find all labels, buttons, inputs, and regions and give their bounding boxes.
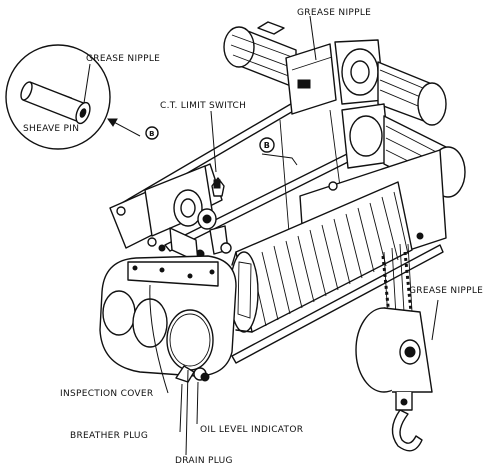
oil-level-leader <box>196 381 199 425</box>
main-marker-letter: B <box>264 141 270 150</box>
lower-frame-bar <box>231 244 444 364</box>
right-plate-bolt-2 <box>416 232 424 240</box>
inspection-cover-bolt-4 <box>209 269 215 275</box>
gearbox <box>99 255 237 456</box>
upper-gear-hub <box>350 60 370 84</box>
lower-gear-housing <box>341 103 391 169</box>
top-motor <box>223 21 337 115</box>
label-oil-level-indicator: OIL LEVEL INDICATOR <box>200 425 303 435</box>
sheave-pin-inset <box>5 44 159 150</box>
rope-strand-b <box>403 251 413 313</box>
label-sheave-pin: SHEAVE PIN <box>23 124 79 134</box>
limit-switch-gear <box>173 189 203 227</box>
hook-grease-leader <box>431 299 439 341</box>
limit-switch-gear-hub <box>180 198 196 218</box>
gearbox-bearing-left <box>102 290 136 336</box>
top-gearbox-seam <box>291 56 333 71</box>
limit-switch-plate <box>213 179 221 189</box>
inspection-cover-bolt-3 <box>187 273 193 279</box>
left-frame-bolt-a <box>147 237 157 247</box>
upper-motor-endcap <box>417 82 447 126</box>
gearbox-bearing-right <box>166 309 214 371</box>
top-motor-endcap <box>223 26 255 68</box>
drain-plug-leader <box>185 369 189 456</box>
main-marker-circle <box>259 137 275 153</box>
top-motor-fins <box>230 34 295 79</box>
left-frame-bolt-top <box>116 206 126 216</box>
label-drain-plug: DRAIN PLUG <box>175 456 233 466</box>
ct-limit-switch-assembly <box>109 110 298 270</box>
left-frame-bolt-b <box>158 244 166 252</box>
top-grease-leader <box>309 15 317 61</box>
hook-block <box>355 243 439 452</box>
inset-grease-leader <box>83 63 91 104</box>
grease-nipple-hole <box>79 108 87 118</box>
label-grease-nipple-top: GREASE NIPPLE <box>297 8 371 18</box>
limit-switch-knob-center <box>202 214 212 224</box>
sheave-pin-end <box>20 81 33 101</box>
hook-nut <box>400 398 408 406</box>
drum-end-outline <box>231 251 253 333</box>
breather-plug-leader <box>179 383 183 433</box>
label-grease-nipple-inset: GREASE NIPPLE <box>86 54 160 64</box>
limit-switch-nut <box>220 242 232 254</box>
lower-gear-flange <box>349 115 383 157</box>
inspection-cover-bolt-2 <box>159 267 165 273</box>
ct-limit-leader <box>210 110 217 173</box>
inset-circle <box>5 44 111 150</box>
label-breather-plug: BREATHER PLUG <box>70 431 148 441</box>
inset-arrow-head <box>107 118 118 127</box>
rope-drum <box>229 181 413 333</box>
hook-block-pin <box>404 346 416 358</box>
rope-strand-a <box>381 255 391 317</box>
right-plate-bolt <box>328 181 338 191</box>
inspection-cover <box>127 261 219 287</box>
inset-marker-letter: B <box>149 130 155 138</box>
inspection-cover-leader <box>149 284 169 394</box>
pin-highlight <box>41 86 73 99</box>
top-motor-terminal-box <box>257 21 285 35</box>
top-gearbox <box>285 43 337 115</box>
inspection-cover-bolt-1 <box>132 265 138 271</box>
oil-level-indicator-part <box>200 372 210 382</box>
label-inspection-cover: INSPECTION COVER <box>60 389 153 399</box>
hook <box>391 409 423 452</box>
label-grease-nipple-right: GREASE NIPPLE <box>409 286 483 296</box>
top-gearbox-plate <box>297 79 311 89</box>
main-marker-arrow <box>261 153 298 166</box>
gearbox-bearing-right-ring <box>169 313 211 367</box>
breather-plug-part <box>175 365 195 383</box>
label-ct-limit-switch: C.T. LIMIT SWITCH <box>160 101 246 111</box>
frame-strut-a <box>279 119 291 246</box>
drum-left-hub <box>237 261 252 319</box>
inset-marker-circle <box>145 126 159 140</box>
